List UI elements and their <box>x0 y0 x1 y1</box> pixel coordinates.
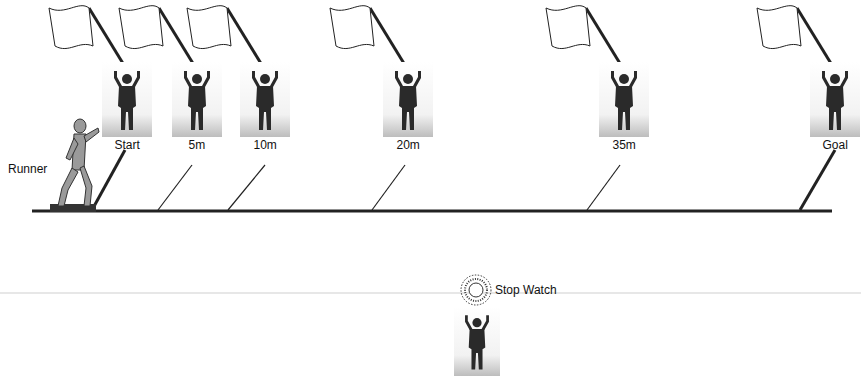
device-label: Stop Watch <box>495 283 557 297</box>
marker-label: 35m <box>613 138 636 152</box>
runner-label: Runner <box>8 162 47 176</box>
marker-label: Goal <box>823 138 848 152</box>
marker-label: 20m <box>397 138 420 152</box>
marker-label: Start <box>115 138 140 152</box>
marker-label: 5m <box>189 138 206 152</box>
marker-label: 10m <box>254 138 277 152</box>
